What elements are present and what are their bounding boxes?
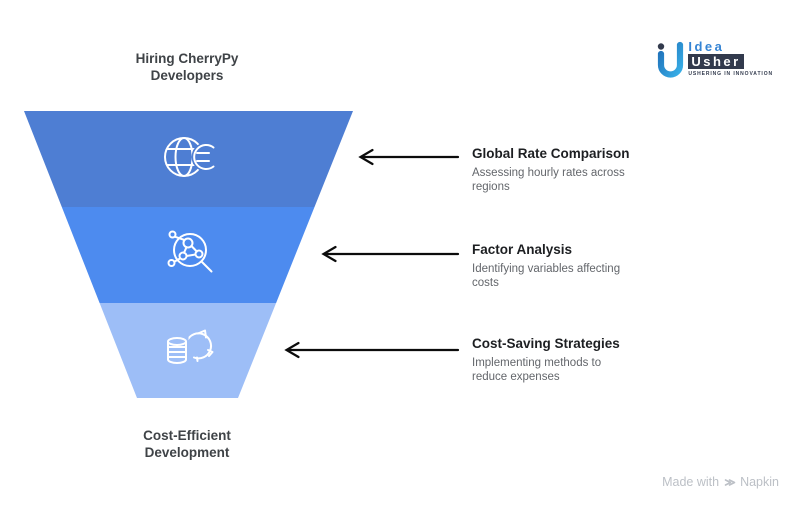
funnel-bottom-label: Cost-Efficient Development [143,428,231,460]
annotation-title: Global Rate Comparison [472,146,630,161]
idea-usher-logo: Idea Usher USHERING IN INNOVATION [655,40,773,80]
funnel-section-top [24,111,353,207]
globe-euro-icon [164,137,221,177]
logo-usher-text: Usher [688,54,744,69]
arrow-global-rate [358,148,460,166]
napkin-icon [724,478,736,486]
idea-usher-logo-icon [658,41,684,78]
annotation-description: Implementing methods to reduce expenses [472,357,602,383]
funnel-top-label: Hiring CherryPy Developers [135,51,239,83]
annotation-title: Cost-Saving Strategies [472,336,620,351]
made-with-napkin-credit: Made with Napkin [662,475,779,489]
logo-idea-text: Idea [688,39,725,54]
arrow-factor-analysis [321,245,460,263]
logo-tagline: USHERING IN INNOVATION [688,71,773,77]
made-with-text: Made with [662,475,720,489]
annotation-description: Assessing hourly rates across regions [472,167,625,193]
arrow-cost-saving [284,341,460,359]
piggy-bank-coins-icon [165,329,214,366]
annotation-global-rate: Global Rate Comparison Assessing hourly … [472,146,640,194]
annotation-title: Factor Analysis [472,242,573,257]
napkin-brand-text: Napkin [740,475,779,489]
annotation-description: Identifying variables affecting costs [472,263,621,289]
analysis-magnifier-icon [167,230,213,273]
annotation-cost-saving: Cost-Saving Strategies Implementing meth… [472,336,640,384]
annotation-factor-analysis: Factor Analysis Identifying variables af… [472,242,640,290]
